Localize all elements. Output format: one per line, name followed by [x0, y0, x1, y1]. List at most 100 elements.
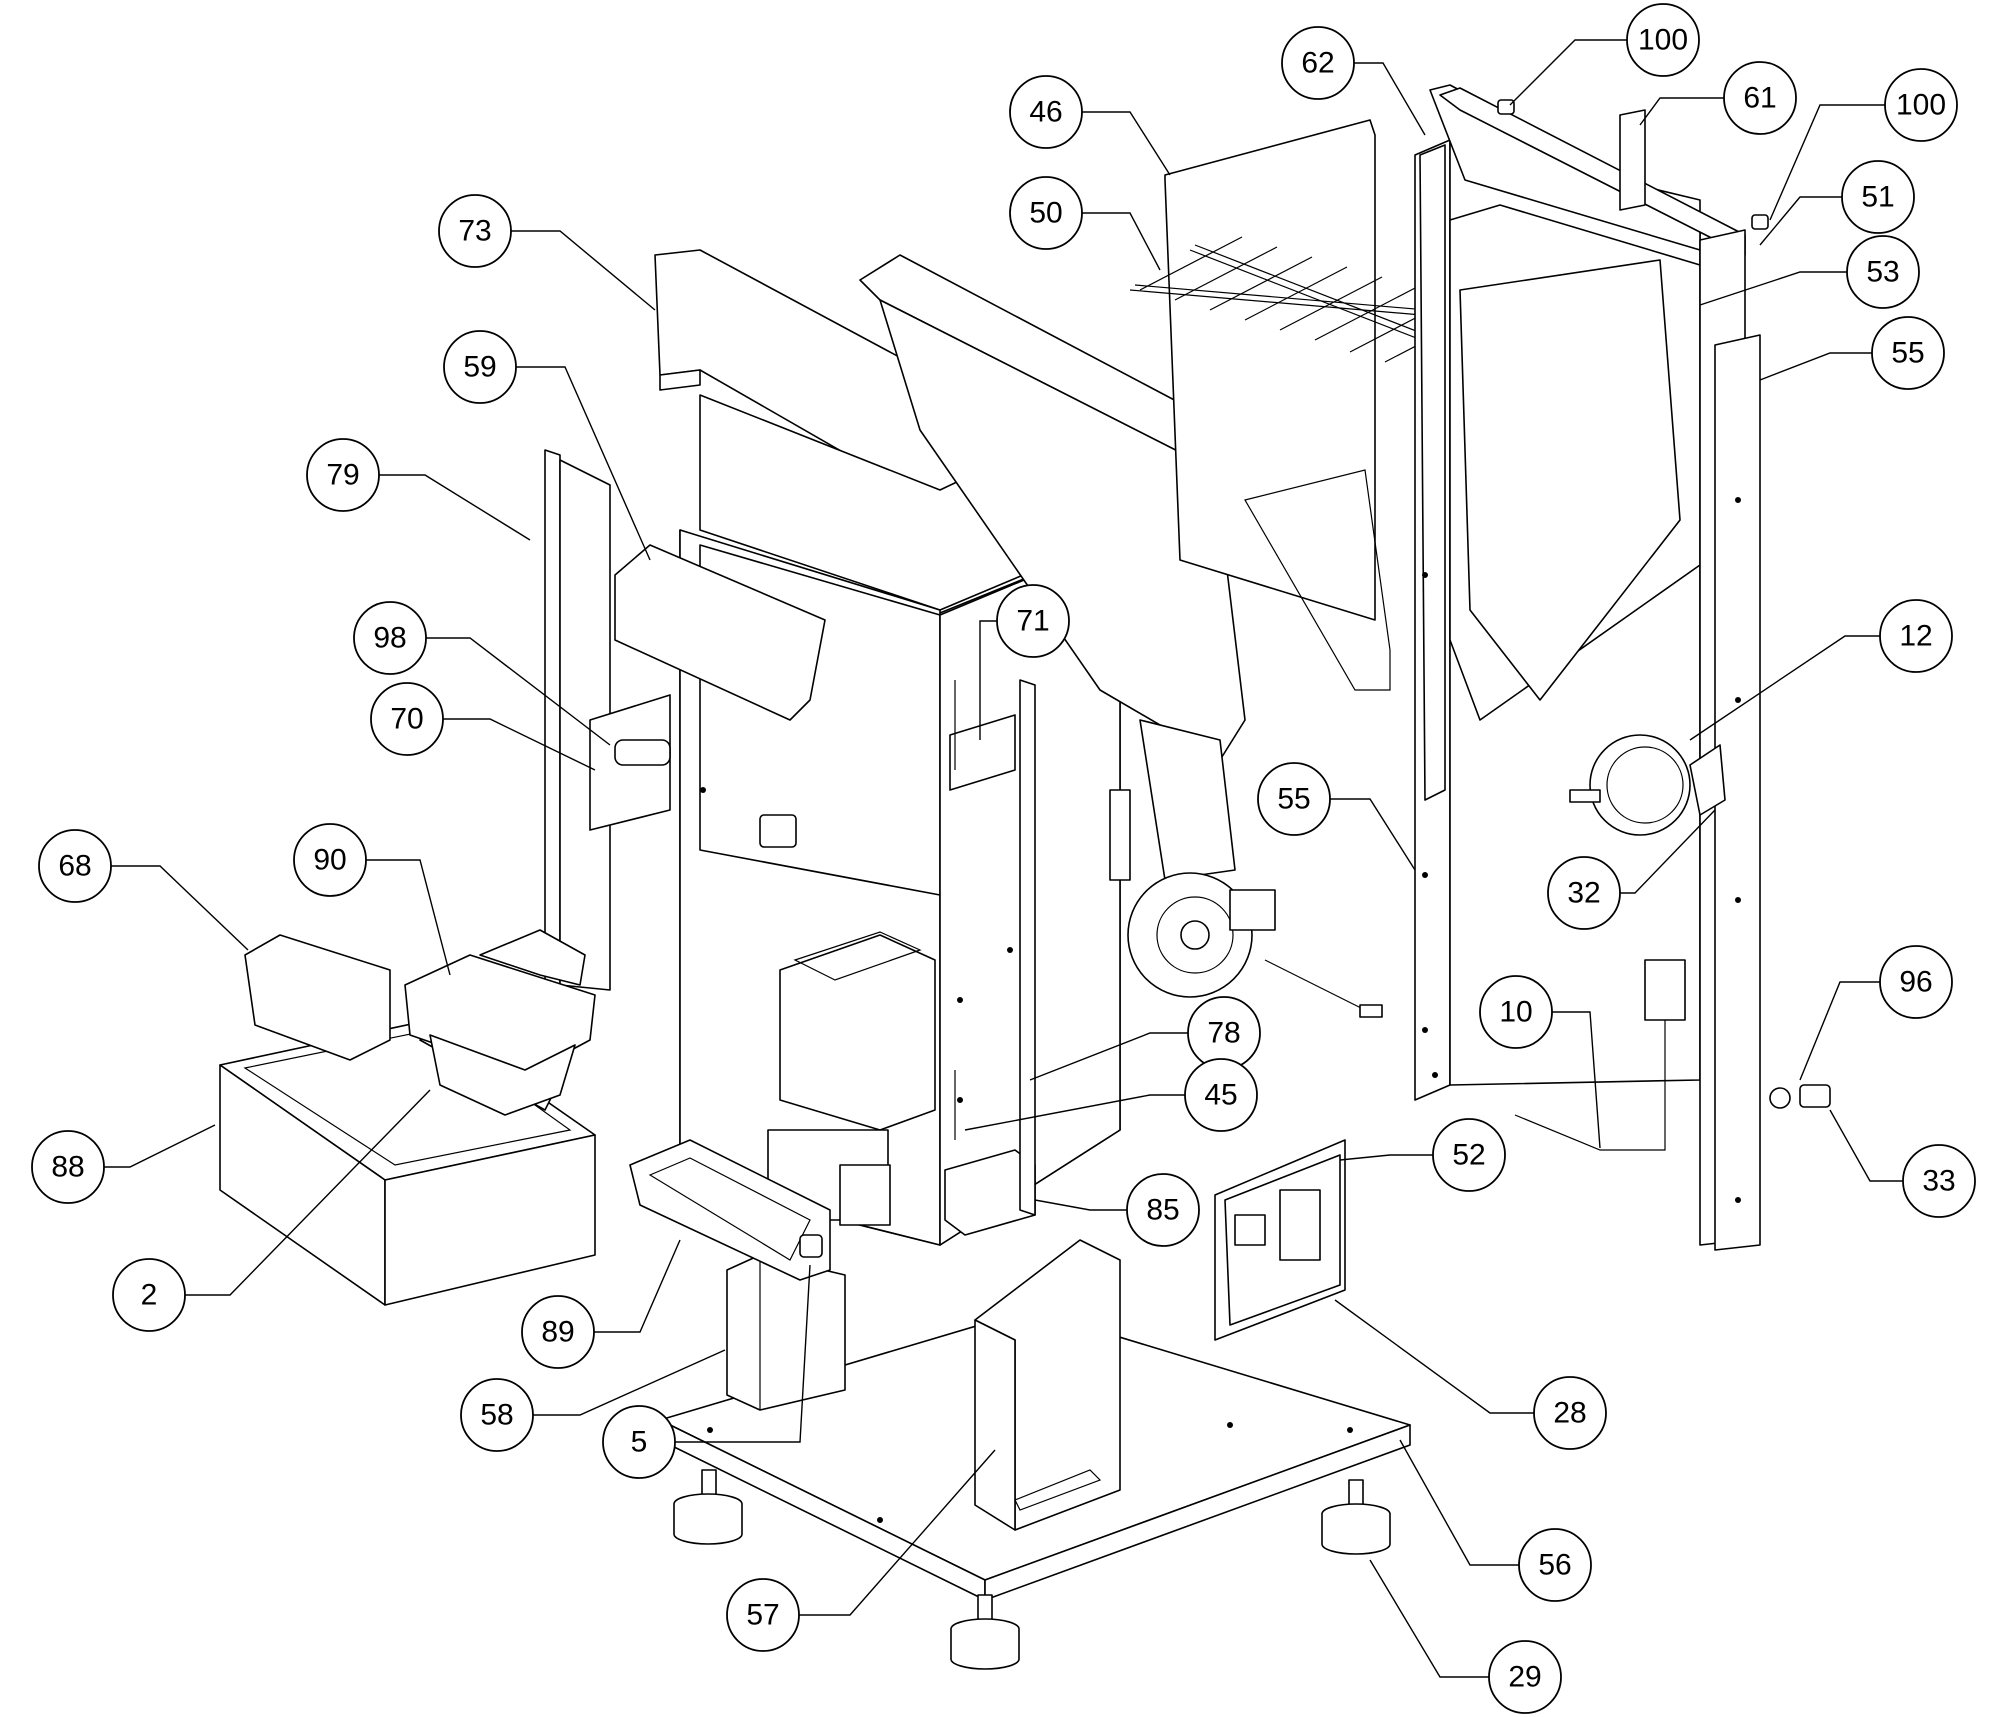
callout-number: 78 — [1207, 1017, 1240, 1050]
callout-circle — [1009, 176, 1083, 250]
callout-circle — [1479, 975, 1553, 1049]
callout-number: 61 — [1743, 82, 1776, 115]
callout-number: 98 — [373, 622, 406, 655]
ash-drawer — [219, 1019, 596, 1306]
callout-circle — [1009, 75, 1083, 149]
callout-number: 56 — [1538, 1549, 1571, 1582]
callout-circle — [1879, 945, 1953, 1019]
callout-number: 79 — [326, 459, 359, 492]
callout-78: 78 — [1187, 996, 1261, 1070]
callout-circle — [31, 1130, 105, 1204]
right-strip — [1714, 334, 1761, 1251]
callout-71: 71 — [996, 584, 1070, 658]
callout-number: 29 — [1508, 1661, 1541, 1694]
callout-5: 5 — [602, 1405, 676, 1479]
callout-number: 55 — [1277, 783, 1310, 816]
callout-circle — [353, 601, 427, 675]
fittings — [1769, 1084, 1831, 1109]
inner-rods — [954, 679, 1036, 1216]
callout-50: 50 — [1009, 176, 1083, 250]
callout-number: 5 — [631, 1426, 648, 1459]
callout-circle — [1533, 1376, 1607, 1450]
pressure-switch — [1569, 734, 1726, 836]
callout-number: 100 — [1896, 89, 1946, 122]
callout-70: 70 — [370, 682, 444, 756]
callout-number: 28 — [1553, 1397, 1586, 1430]
callout-circle — [38, 829, 112, 903]
callout-12: 12 — [1879, 599, 1953, 673]
callout-circle — [443, 330, 517, 404]
callout-79: 79 — [306, 438, 380, 512]
callout-52: 52 — [1432, 1118, 1506, 1192]
callout-100: 100 — [1626, 3, 1700, 77]
top-screws — [1497, 99, 1769, 230]
callout-circle — [1841, 160, 1915, 234]
callout-45: 45 — [1184, 1058, 1258, 1132]
callout-circle — [1879, 599, 1953, 673]
callout-circle — [1626, 3, 1700, 77]
callout-number: 96 — [1899, 966, 1932, 999]
adjustable-feet — [673, 1469, 1391, 1670]
callout-number: 53 — [1866, 256, 1899, 289]
latch-bracket — [949, 680, 1016, 791]
callout-number: 55 — [1891, 337, 1924, 370]
callout-circle — [726, 1578, 800, 1652]
callout-number: 70 — [390, 703, 423, 736]
callout-number: 52 — [1452, 1139, 1485, 1172]
upper-flap — [614, 544, 826, 721]
callout-number: 45 — [1204, 1079, 1237, 1112]
callout-61: 61 — [1723, 61, 1797, 135]
callout-circle — [1488, 1640, 1562, 1714]
callout-100: 100 — [1884, 68, 1958, 142]
callout-number: 46 — [1029, 96, 1062, 129]
callout-56: 56 — [1518, 1528, 1592, 1602]
callout-circle — [306, 438, 380, 512]
rear-panel — [1164, 119, 1391, 691]
callout-number: 2 — [141, 1279, 158, 1312]
callout-number: 33 — [1922, 1165, 1955, 1198]
callout-number: 71 — [1016, 605, 1049, 638]
callout-circle — [1902, 1144, 1976, 1218]
callout-circle — [438, 194, 512, 268]
callout-number: 57 — [746, 1599, 779, 1632]
thermostat — [1514, 959, 1686, 1151]
callout-number: 59 — [463, 351, 496, 384]
callout-59: 59 — [443, 330, 517, 404]
callout-10: 10 — [1479, 975, 1553, 1049]
callout-circle — [521, 1295, 595, 1369]
side-panels — [1414, 84, 1701, 1101]
callout-circle — [996, 584, 1070, 658]
callout-96: 96 — [1879, 945, 1953, 1019]
callout-number: 12 — [1899, 620, 1932, 653]
left-support-bracket — [726, 1254, 846, 1411]
callout-number: 89 — [541, 1316, 574, 1349]
callout-circle — [1126, 1173, 1200, 1247]
callout-46: 46 — [1009, 75, 1083, 149]
door-strip — [544, 449, 611, 991]
callout-68: 68 — [38, 829, 112, 903]
callout-circle — [1846, 235, 1920, 309]
callout-number: 32 — [1567, 877, 1600, 910]
callout-32: 32 — [1547, 856, 1621, 930]
callout-28: 28 — [1533, 1376, 1607, 1450]
callout-73: 73 — [438, 194, 512, 268]
callout-number: 62 — [1301, 47, 1334, 80]
callout-circle — [1547, 856, 1621, 930]
callout-89: 89 — [521, 1295, 595, 1369]
callout-29: 29 — [1488, 1640, 1562, 1714]
callout-circle — [602, 1405, 676, 1479]
callout-51: 51 — [1841, 160, 1915, 234]
burner-cover — [244, 934, 391, 1061]
burner-pot — [404, 929, 596, 1116]
callout-62: 62 — [1281, 26, 1355, 100]
callout-number: 10 — [1499, 996, 1532, 1029]
hinge-bracket — [589, 694, 671, 831]
callout-circle — [1723, 61, 1797, 135]
callout-number: 88 — [51, 1151, 84, 1184]
callout-number: 68 — [58, 850, 91, 883]
callout-number: 50 — [1029, 197, 1062, 230]
callout-57: 57 — [726, 1578, 800, 1652]
callout-number: 51 — [1861, 181, 1894, 214]
